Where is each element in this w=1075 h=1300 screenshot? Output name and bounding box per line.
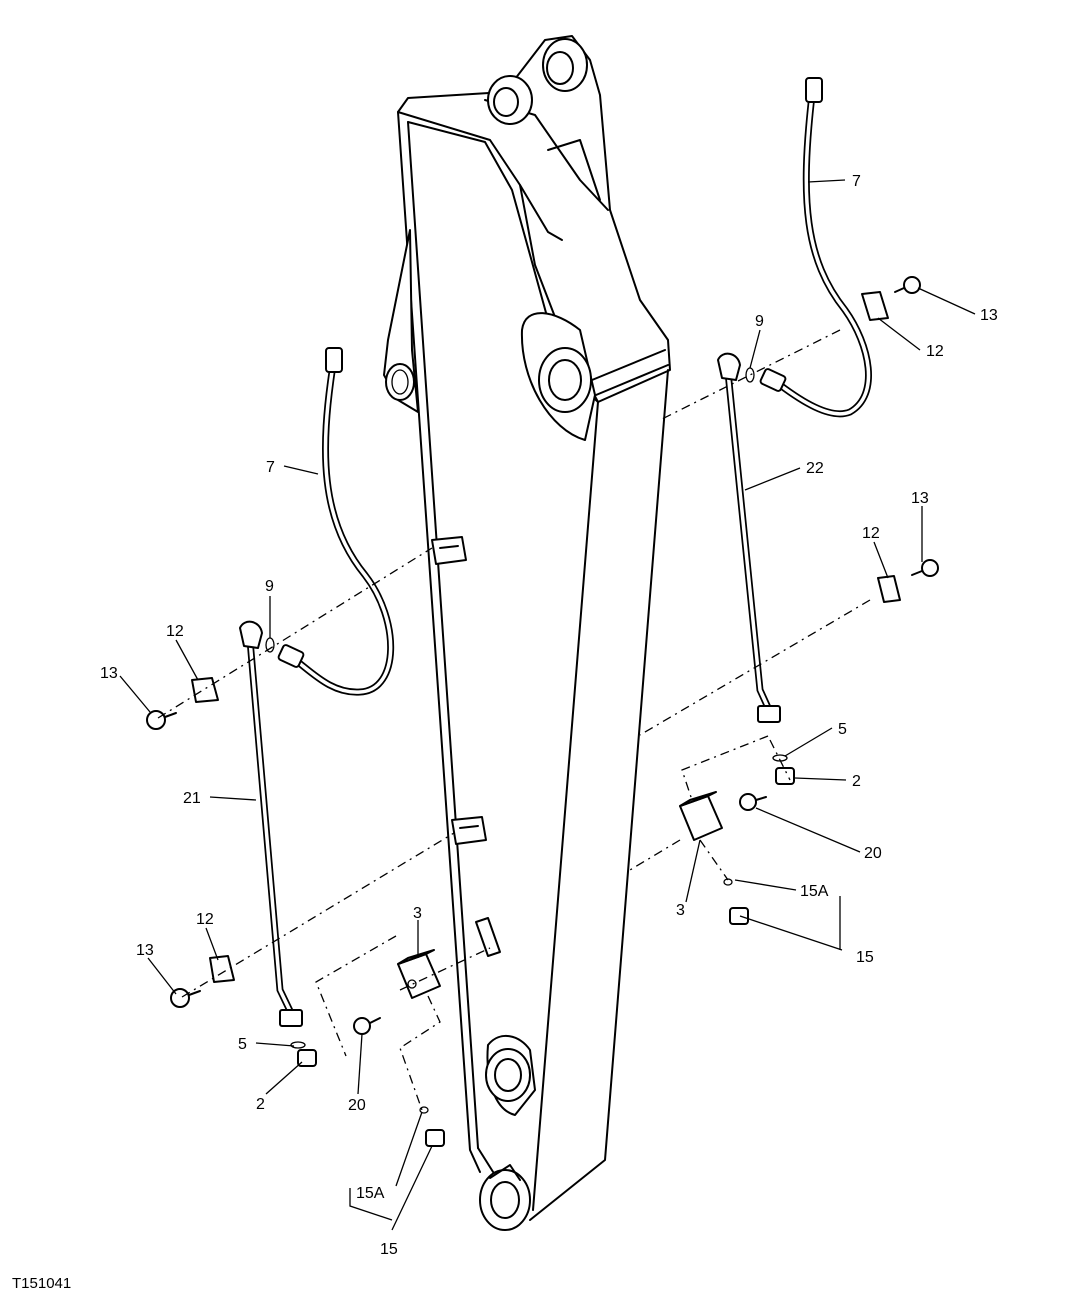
block-3-right [679,791,723,841]
hose-7-right [759,77,872,418]
callout-12-upper-right: 12 [926,343,944,360]
tube-22 [717,352,781,723]
callout-13-upper-right: 13 [980,307,998,324]
block-3-left [397,949,441,999]
callout-22: 22 [806,460,824,477]
tube-21 [239,620,303,1027]
plug-15-right [729,907,749,925]
callout-13-left-upper: 13 [100,665,118,682]
callout-21: 21 [183,790,201,807]
callout-12-left-upper: 12 [166,623,184,640]
callout-12-left-lower: 12 [196,911,214,928]
callout-7-left: 7 [266,459,275,476]
callout-13-mid-right: 13 [911,490,929,507]
clamp-12-upper-right [861,291,889,321]
callout-15-right: 15 [856,949,874,966]
callout-3-right: 3 [676,902,685,919]
callout-15a-right: 15A [800,883,829,900]
callout-5-left: 5 [238,1036,247,1053]
callout-7-right: 7 [852,173,861,190]
leader-lines [119,179,976,1231]
callout-labels: 7 13 12 9 22 13 12 7 9 12 13 5 2 21 20 3… [100,173,998,1258]
bolt-13-mid-right [911,559,939,577]
bolt-13-left-lower [170,988,201,1008]
fitting-2-right [775,767,795,785]
oring-5-left [290,1041,306,1049]
callout-2-left: 2 [256,1096,265,1113]
callout-2-right: 2 [852,773,861,790]
bolt-13-upper-right [894,276,921,294]
boom-body [383,35,671,1231]
oring-15a-left [419,1106,429,1114]
callout-3-left: 3 [413,905,422,922]
clamp-12-mid-right [877,575,901,603]
callout-12-mid-right: 12 [862,525,880,542]
callout-9-right: 9 [755,313,764,330]
bolt-13-left-upper [146,710,177,730]
plug-15-left [425,1129,445,1147]
fitting-2-left [297,1049,317,1067]
clamp-12-left-lower [209,955,235,983]
callout-15-left: 15 [380,1241,398,1258]
bolt-20-left [353,1017,381,1035]
callout-20-right: 20 [864,845,882,862]
callout-13-left-lower: 13 [136,942,154,959]
callout-15a-left: 15A [356,1185,385,1202]
callout-20-left: 20 [348,1097,366,1114]
hose-7-left [265,347,395,696]
alignment-lines [157,329,871,1111]
callout-9-left: 9 [265,578,274,595]
callout-5-right: 5 [838,721,847,738]
bolt-20-right [739,793,767,811]
clamp-12-left-upper [191,677,219,703]
figure-id: T151041 [12,1275,71,1292]
